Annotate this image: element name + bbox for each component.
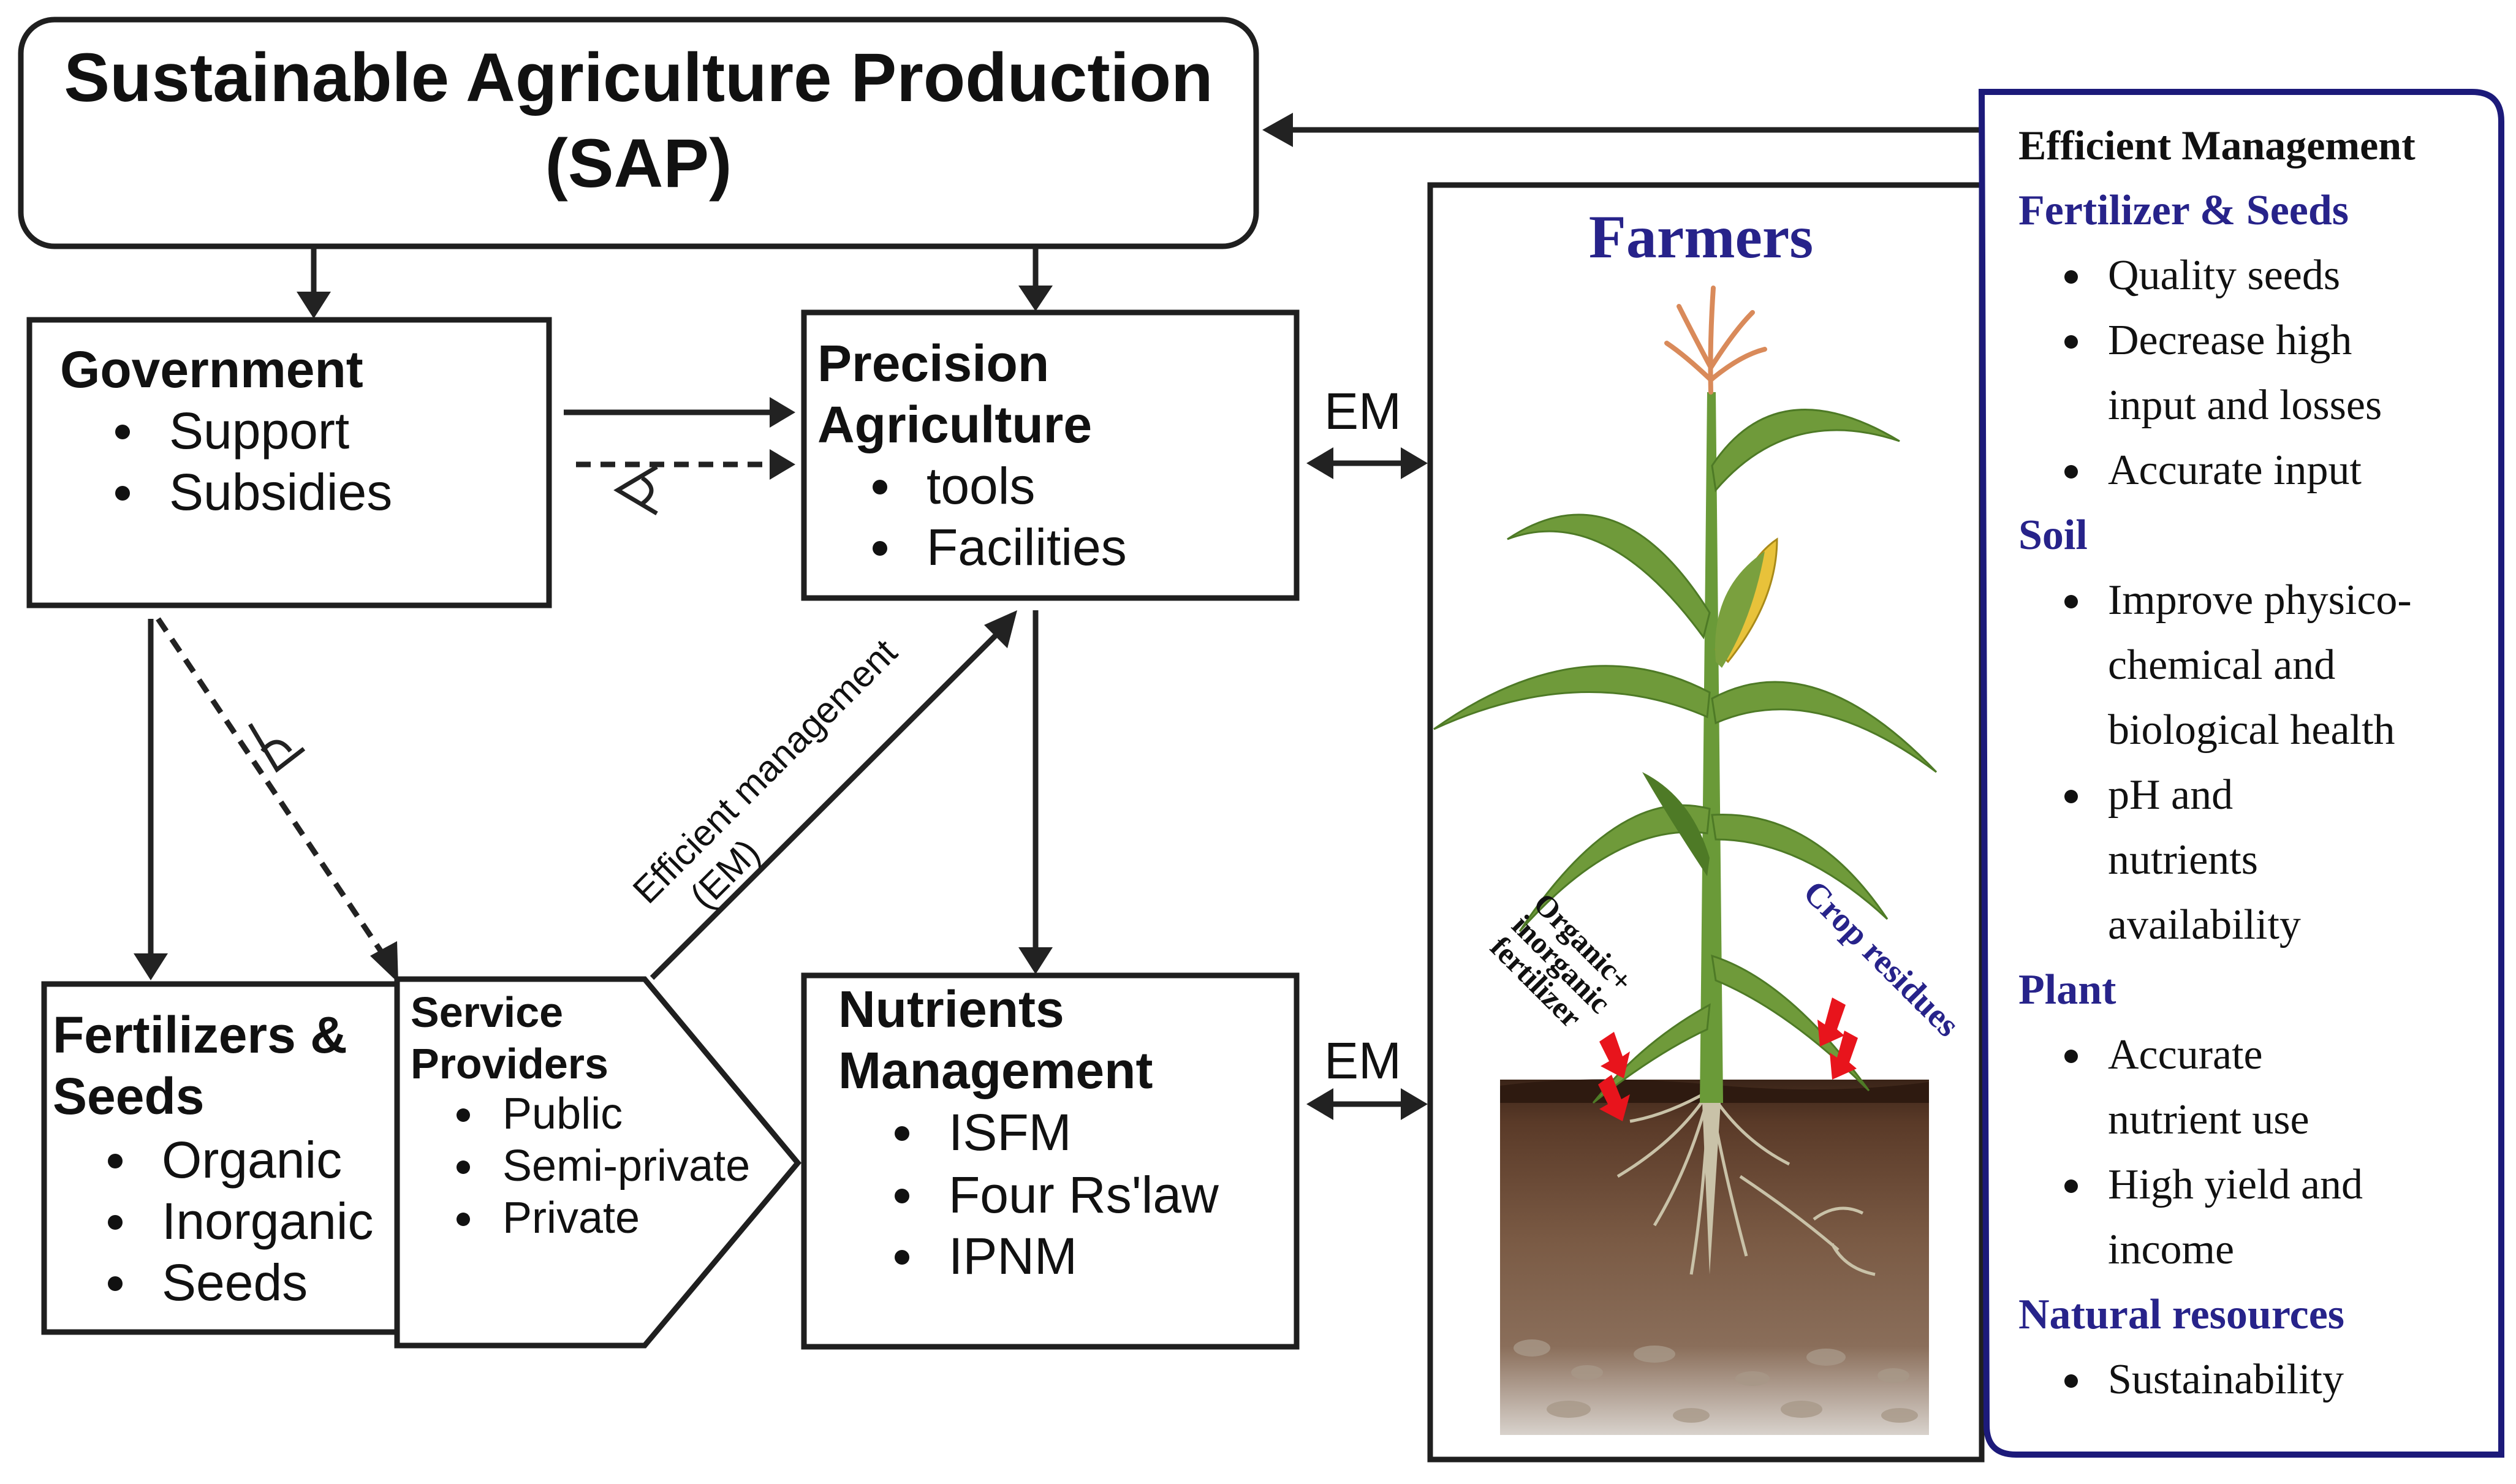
arrowhead-icon [770, 449, 795, 480]
bullet-icon [457, 1160, 470, 1174]
em-fert-item: Decrease high [2108, 317, 2352, 364]
arrowhead-icon [1401, 1088, 1428, 1120]
bullet-icon [457, 1108, 470, 1122]
nutrients-item: ISFM [949, 1104, 1072, 1161]
em-plant-item-cont: income [2108, 1226, 2234, 1273]
em-soil-heading: Soil [2018, 512, 2088, 559]
nutrients-management-box: Nutrients Management ISFM Four Rs'law IP… [801, 972, 1300, 1350]
precision-item: Facilities [926, 518, 1127, 576]
bullet-icon [457, 1213, 470, 1226]
arrowhead-icon [770, 397, 795, 428]
bullet-icon [108, 1215, 123, 1230]
em-plant-item: High yield and [2108, 1161, 2363, 1208]
bullet-icon [115, 425, 130, 439]
government-item: Subsidies [169, 463, 392, 521]
bullet-icon [108, 1154, 123, 1168]
sap-box: Sustainable Agriculture Production (SAP) [18, 17, 1259, 249]
em-plant-heading: Plant [2018, 966, 2116, 1013]
bullet-icon [895, 1250, 909, 1265]
em-soil-item-cont: biological health [2108, 706, 2395, 754]
arrowhead-icon [1306, 1088, 1333, 1120]
em-fert-item-cont: input and losses [2108, 382, 2382, 429]
nutrients-item: Four Rs'law [949, 1166, 1219, 1224]
corn-cob-icon [1642, 537, 1778, 876]
sap-title-line2: (SAP) [545, 125, 732, 202]
bullet-icon [2064, 1374, 2078, 1388]
em-panel-title: Efficient Management [2018, 122, 2416, 168]
service-title-line2: Providers [411, 1040, 608, 1088]
em-fert-item: Accurate input [2108, 447, 2362, 494]
government-item: Support [169, 402, 349, 460]
nutrients-title-line1: Nutrients [838, 980, 1064, 1038]
em-label-upper: EM [1324, 382, 1401, 440]
precision-title-line2: Agriculture [817, 396, 1092, 453]
dashed-arrow-government-to-service [156, 617, 390, 963]
bullet-icon [2064, 465, 2078, 479]
em-soil-item-cont: nutrients [2108, 836, 2258, 884]
em-plant-item: Accurate [2108, 1031, 2263, 1078]
bullet-icon [873, 480, 887, 494]
fertilizers-item: Organic [162, 1131, 342, 1189]
fertilizers-title-line2: Seeds [53, 1067, 205, 1125]
government-title: Government [60, 341, 363, 398]
arrowhead-icon [1401, 447, 1428, 479]
arrowhead-icon [1018, 947, 1053, 974]
precision-item: tools [926, 457, 1035, 515]
precision-agriculture-box: Precision Agriculture tools Facilities [801, 309, 1300, 601]
service-title-line1: Service [411, 988, 563, 1036]
arrowhead-icon [134, 953, 168, 980]
service-item: Public [502, 1089, 623, 1138]
em-plant-item-cont: nutrient use [2108, 1096, 2309, 1143]
em-soil-item-cont: chemical and [2108, 642, 2335, 689]
fertilizers-title-line1: Fertilizers & [53, 1006, 347, 1064]
bullet-icon [873, 541, 887, 556]
em-natural-item: Sustainability [2108, 1356, 2344, 1403]
bullet-icon [2064, 1179, 2078, 1193]
arrowhead-icon [370, 941, 398, 983]
efficient-management-panel: Efficient Management Fertilizer & Seeds … [1978, 89, 2504, 1458]
fertilizers-item: Seeds [162, 1254, 308, 1311]
bullet-icon [2064, 595, 2078, 608]
arrowhead-icon [1306, 447, 1333, 479]
service-providers-box: Service Providers Public Semi-private Pr… [394, 976, 801, 1349]
bullet-icon [895, 1126, 909, 1141]
sap-title-line1: Sustainable Agriculture Production [64, 39, 1213, 116]
em-soil-item: Improve physico- [2108, 577, 2412, 624]
em-soil-item: pH and [2108, 771, 2233, 819]
precision-title-line1: Precision [817, 335, 1049, 392]
nutrients-item: IPNM [949, 1227, 1077, 1285]
plant-illustration [1433, 286, 1938, 1274]
bullet-icon [2064, 790, 2078, 803]
bullet-icon [115, 486, 130, 501]
fertilizers-seeds-box: Fertilizers & Seeds Organic Inorganic Se… [41, 981, 403, 1335]
em-fert-item: Quality seeds [2108, 252, 2340, 299]
arrowhead-icon [1262, 113, 1293, 147]
em-fert-heading: Fertilizer & Seeds [2018, 187, 2349, 234]
bullet-icon [2064, 335, 2078, 349]
service-item: Semi-private [502, 1141, 750, 1191]
bullet-icon [2064, 1050, 2078, 1063]
fertilizers-item: Inorganic [162, 1192, 374, 1250]
eye-symbol-icon [248, 723, 306, 773]
em-natural-heading: Natural resources [2018, 1291, 2344, 1338]
government-box: Government Support Subsidies [26, 317, 552, 608]
bullet-icon [108, 1276, 123, 1291]
red-arrows [1598, 998, 1858, 1121]
arrowhead-icon [984, 610, 1017, 648]
bullet-icon [2064, 270, 2078, 284]
farmers-title: Farmers [1589, 203, 1813, 271]
arrow-service-to-precision [650, 629, 1002, 980]
em-soil-item-cont: availability [2108, 901, 2301, 948]
nutrients-title-line2: Management [838, 1042, 1153, 1099]
service-item: Private [502, 1194, 640, 1243]
arrowhead-icon [1018, 286, 1053, 311]
eye-symbol-icon [613, 464, 658, 516]
em-label-lower: EM [1324, 1032, 1401, 1089]
bullet-icon [895, 1189, 909, 1203]
arrowhead-icon [297, 292, 331, 319]
farmers-panel: Farmers [1427, 182, 1985, 1463]
